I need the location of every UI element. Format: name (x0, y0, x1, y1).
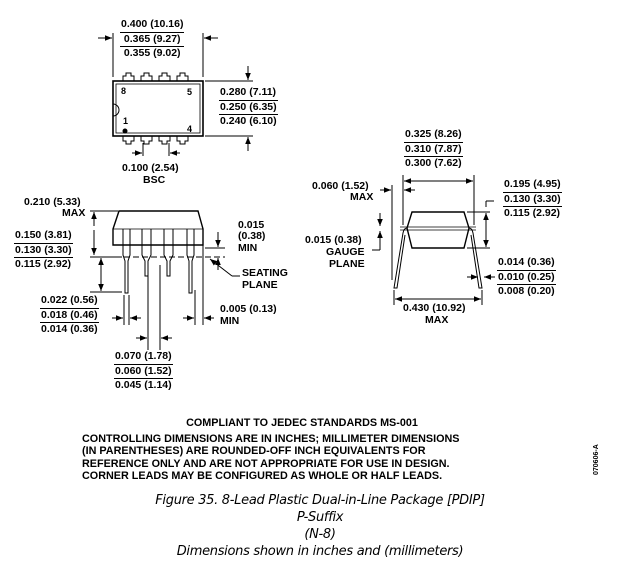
lead-offset-note: MAX (350, 191, 374, 203)
lead-width-max: 0.022 (0.56) (40, 294, 99, 309)
overall-span-note: MAX (425, 314, 449, 326)
row-spacing-max: 0.325 (8.26) (404, 128, 463, 143)
side-view-body (112, 210, 204, 246)
body-length-dimension: 0.400 (10.16) 0.365 (9.27) 0.355 (9.02) (120, 18, 185, 61)
note-line: CORNER LEADS MAY BE CONFIGURED AS WHOLE … (82, 470, 443, 483)
lead-length-dimension: 0.150 (3.81) 0.130 (3.30) 0.115 (2.92) (14, 229, 73, 272)
lead-thickness-nom: 0.010 (0.25) (497, 271, 556, 285)
notes-block: COMPLIANT TO JEDEC STANDARDS MS-001 CONT… (82, 417, 522, 483)
pin-pitch-label: 0.100 (2.54) (122, 162, 179, 174)
jedec-compliance-note: COMPLIANT TO JEDEC STANDARDS MS-001 (186, 417, 418, 429)
lead-width-min: 0.014 (0.36) (41, 323, 98, 335)
lead-thickness-max: 0.014 (0.36) (497, 256, 556, 271)
shoulder-width-nom: 0.060 (1.52) (114, 365, 173, 379)
end-view-leads (393, 227, 483, 289)
pin-1-label: 1 (123, 116, 129, 126)
body-width-dimension: 0.280 (7.11) 0.250 (6.35) 0.240 (6.10) (219, 86, 278, 129)
seating-plane-label-2: PLANE (242, 279, 278, 291)
lead-offset-label: 0.060 (1.52) (312, 180, 369, 192)
body-length-min: 0.355 (9.02) (123, 47, 181, 59)
side-view-leads (122, 229, 195, 350)
gauge-plane-dimension: 0.015 (0.38) (305, 234, 362, 246)
lead-width-dimension: 0.022 (0.56) 0.018 (0.46) 0.014 (0.36) (40, 294, 99, 337)
lead-length-min: 0.115 (2.92) (15, 258, 72, 270)
overall-span-label: 0.430 (10.92) (403, 302, 466, 314)
lead-thickness-dimension: 0.014 (0.36) 0.010 (0.25) 0.008 (0.20) (497, 256, 556, 299)
gauge-plane-label-2: PLANE (329, 258, 365, 270)
body-length-max: 0.400 (10.16) (120, 18, 185, 33)
end-view-body (400, 211, 476, 249)
lead-width-nom: 0.018 (0.46) (40, 309, 99, 323)
shoulder-gap-label: 0.005 (0.13) (220, 303, 277, 315)
overall-height-label: 0.210 (5.33) (24, 196, 81, 208)
pin-8-label: 8 (121, 86, 127, 96)
overall-height-note: MAX (62, 207, 86, 219)
body-width-max: 0.280 (7.11) (219, 86, 278, 101)
shoulder-width-max: 0.070 (1.78) (114, 350, 173, 365)
note-line: CONTROLLING DIMENSIONS ARE IN INCHES; MI… (82, 432, 460, 445)
shoulder-width-dimension: 0.070 (1.78) 0.060 (1.52) 0.045 (1.14) (114, 350, 173, 393)
top-view-body (112, 80, 204, 137)
row-spacing-nom: 0.310 (7.87) (404, 143, 463, 157)
body-height-max: 0.195 (4.95) (503, 178, 562, 193)
standoff-inch: 0.015 (238, 219, 265, 231)
top-view-pins-upper (122, 72, 189, 81)
shoulder-width-min: 0.045 (1.14) (115, 379, 172, 391)
standoff-note: MIN (238, 242, 258, 254)
pin-pitch-note: BSC (143, 174, 166, 186)
body-height-min: 0.115 (2.92) (504, 207, 561, 219)
lead-length-max: 0.150 (3.81) (14, 229, 73, 244)
caption-units-note: Dimensions shown in inches and (millimet… (176, 544, 464, 559)
top-view-pins-lower (122, 136, 189, 145)
caption-title: Figure 35. 8-Lead Plastic Dual-in-Line P… (155, 493, 485, 508)
row-spacing-min: 0.300 (7.62) (405, 157, 462, 169)
caption-package-code: (N-8) (304, 527, 336, 542)
note-line: REFERENCE ONLY AND ARE NOT APPROPRIATE F… (82, 457, 450, 470)
seating-plane-label-1: SEATING (242, 267, 288, 279)
shoulder-gap-note: MIN (220, 315, 240, 327)
lead-thickness-min: 0.008 (0.20) (498, 285, 555, 297)
pin-5-label: 5 (187, 87, 193, 97)
caption-suffix: P-Suffix (296, 510, 344, 525)
body-length-nom: 0.365 (9.27) (120, 33, 185, 47)
body-height-nom: 0.130 (3.30) (503, 193, 562, 207)
body-height-dimension: 0.195 (4.95) 0.130 (3.30) 0.115 (2.92) (503, 178, 562, 221)
document-code: 070606-A (593, 444, 600, 475)
figure-caption: Figure 35. 8-Lead Plastic Dual-in-Line P… (100, 492, 540, 560)
standoff-mm: (0.38) (238, 230, 266, 242)
gauge-plane-label-1: GAUGE (326, 246, 365, 258)
lead-length-nom: 0.130 (3.30) (14, 244, 73, 258)
body-width-nom: 0.250 (6.35) (219, 101, 278, 115)
row-spacing-dimension: 0.325 (8.26) 0.310 (7.87) 0.300 (7.62) (404, 128, 463, 171)
note-line: (IN PARENTHESES) ARE ROUNDED-OFF INCH EQ… (82, 445, 426, 458)
body-width-min: 0.240 (6.10) (220, 115, 277, 127)
pin-4-label: 4 (187, 124, 193, 134)
